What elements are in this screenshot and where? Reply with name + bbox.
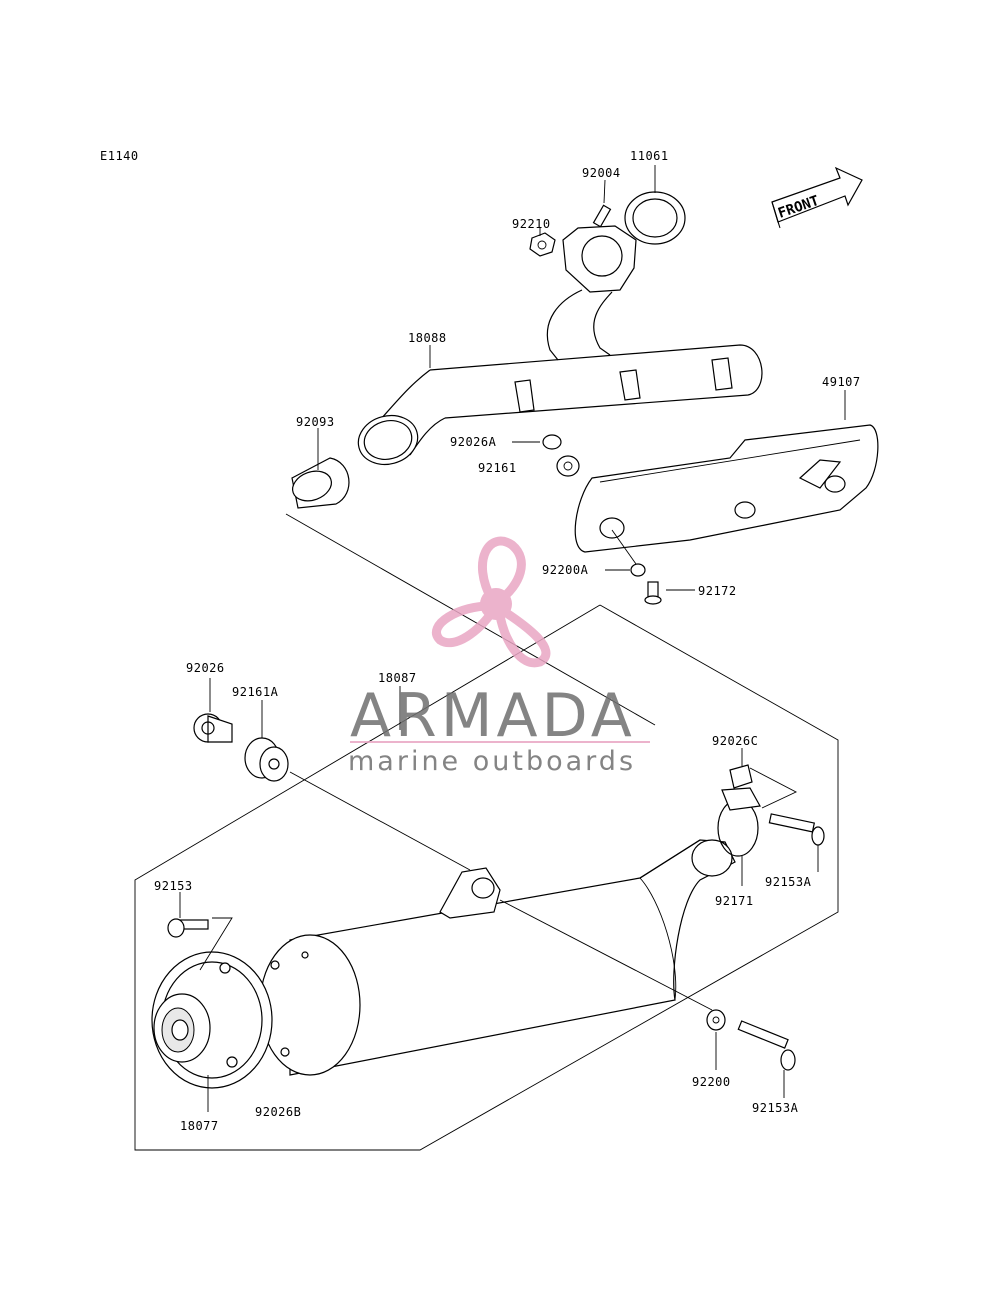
leader-line-damper xyxy=(289,771,471,871)
watermark-tagline: marine outboards xyxy=(348,746,636,777)
label-92161: 92161 xyxy=(478,461,517,475)
propeller-icon xyxy=(432,536,551,668)
bolt-92172 xyxy=(644,581,695,605)
stud-92004 xyxy=(592,179,612,228)
label-92026B: 92026B xyxy=(255,1105,301,1119)
bolt-92153A-top xyxy=(768,813,825,872)
label-92026C: 92026C xyxy=(712,734,758,748)
leader-line xyxy=(285,513,656,726)
sleeve-92093 xyxy=(291,428,350,509)
collar-92026 xyxy=(193,678,233,743)
nut-92210 xyxy=(529,228,556,257)
washer-92200 xyxy=(706,1009,726,1070)
exhaust-pipe-18088 xyxy=(357,225,763,466)
end-cap-18077 xyxy=(151,934,361,1112)
label-92026: 92026 xyxy=(186,661,225,675)
label-11061: 11061 xyxy=(630,149,669,163)
label-18087: 18087 xyxy=(378,671,417,685)
label-92026A: 92026A xyxy=(450,435,497,449)
label-92093: 92093 xyxy=(296,415,335,429)
gasket-11061 xyxy=(624,165,686,245)
heat-cover-49107 xyxy=(574,390,879,553)
label-92004: 92004 xyxy=(582,166,621,180)
muffler-18087 xyxy=(289,839,736,1076)
armada-logo: ARMADA marine outboards xyxy=(348,536,650,777)
collar-92026A xyxy=(512,434,562,450)
clamp-92171 xyxy=(717,787,761,886)
label-18088: 18088 xyxy=(408,331,447,345)
propeller-hub-icon xyxy=(480,588,512,620)
collar-92026C xyxy=(729,748,753,789)
label-92153A-bottom: 92153A xyxy=(752,1101,799,1115)
bolt-92153A-bottom xyxy=(737,1020,796,1098)
front-arrow-icon: FRONT xyxy=(771,166,863,229)
label-92172: 92172 xyxy=(698,584,737,598)
bolt-92153 xyxy=(167,892,233,971)
muffler-group-outline xyxy=(134,604,839,1151)
washer-92200A xyxy=(605,529,646,577)
label-49107: 49107 xyxy=(822,375,861,389)
diagram-code: E1140 xyxy=(100,149,139,163)
label-92200: 92200 xyxy=(692,1075,731,1089)
label-92200A: 92200A xyxy=(542,563,589,577)
damper-92161A xyxy=(244,700,289,782)
label-92161A: 92161A xyxy=(232,685,279,699)
label-92153A-top: 92153A xyxy=(765,875,812,889)
watermark-brand: ARMADA xyxy=(350,681,636,751)
label-92171: 92171 xyxy=(715,894,754,908)
label-92153: 92153 xyxy=(154,879,193,893)
label-92210: 92210 xyxy=(512,217,551,231)
damper-92161 xyxy=(556,455,580,477)
leader-line-mount xyxy=(499,899,713,1011)
label-18077: 18077 xyxy=(180,1119,219,1133)
leader-92026C xyxy=(749,767,798,809)
